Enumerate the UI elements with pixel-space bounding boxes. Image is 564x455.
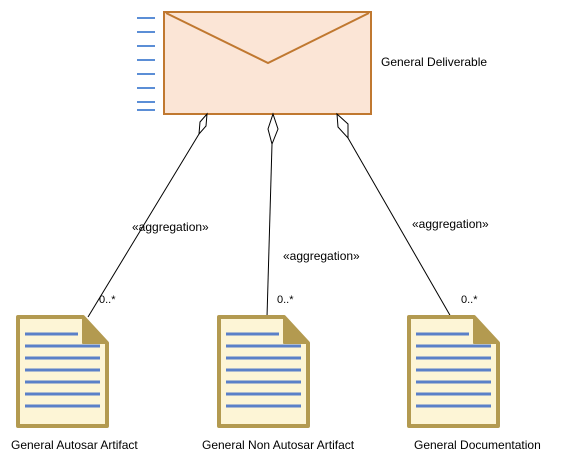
artifact-label-3: General Documentation — [414, 438, 541, 452]
connector-3[interactable] — [336, 112, 452, 318]
general-non-autosar-artifact-node[interactable]: General Non Autosar Artifact — [202, 315, 355, 452]
general-deliverable-node[interactable]: General Deliverable — [163, 11, 487, 115]
document-icon — [407, 315, 500, 428]
deliverable-label: General Deliverable — [381, 55, 487, 69]
artifact-label-2: General Non Autosar Artifact — [202, 438, 355, 452]
general-autosar-artifact-node[interactable]: General Autosar Artifact — [11, 315, 138, 452]
general-documentation-node[interactable]: General Documentation — [407, 315, 541, 452]
multiplicity-label-2: 0..* — [277, 294, 294, 306]
aggregation-diamond-icon — [267, 112, 279, 146]
document-icon — [16, 315, 109, 428]
envelope-flap — [165, 12, 370, 65]
connector-2[interactable] — [266, 112, 279, 318]
deliverable-side-marks — [137, 17, 155, 111]
stereotype-label-3: «aggregation» — [412, 217, 489, 231]
aggregation-diamond-icon — [198, 112, 208, 136]
aggregation-diamond-icon — [336, 112, 349, 140]
stereotype-label-1: «aggregation» — [132, 220, 209, 234]
multiplicity-label-1: 0..* — [99, 294, 116, 306]
artifact-label-1: General Autosar Artifact — [11, 438, 138, 452]
stereotype-label-2: «aggregation» — [283, 249, 360, 263]
multiplicity-label-3: 0..* — [461, 294, 478, 306]
connector-1[interactable] — [87, 112, 208, 318]
document-icon — [217, 315, 310, 428]
